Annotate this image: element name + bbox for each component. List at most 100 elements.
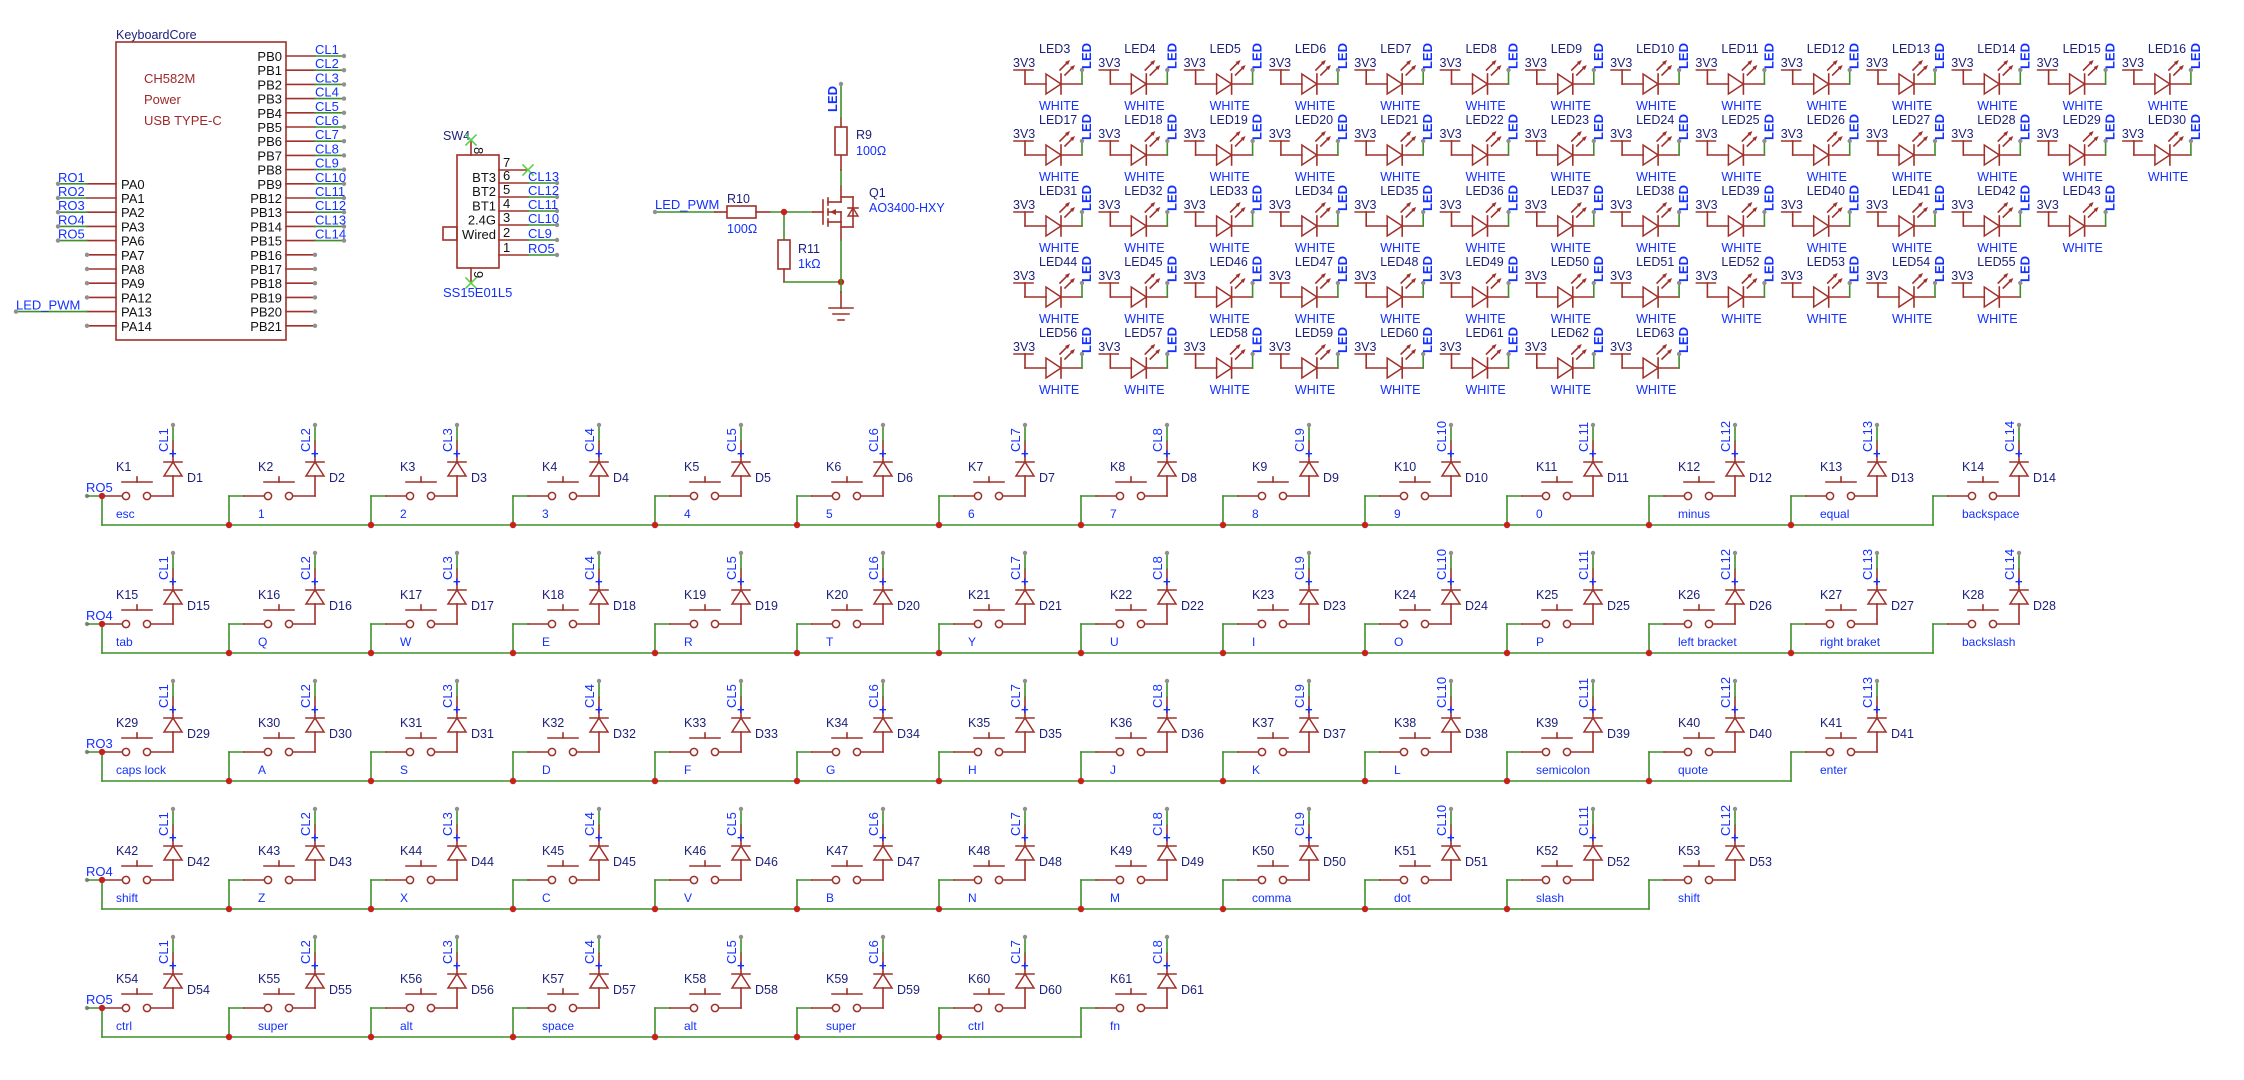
light-arrow-icon <box>2008 278 2014 283</box>
pin-end <box>1932 138 1938 144</box>
light-arrow-icon <box>1837 278 1843 283</box>
polarity-mark: + <box>1163 958 1171 973</box>
led-color: WHITE <box>1124 170 1164 184</box>
switch-contact <box>852 875 862 885</box>
junction <box>780 208 788 216</box>
key-label: J <box>1110 763 1116 777</box>
junction <box>225 777 233 785</box>
diode-icon <box>1866 588 1888 605</box>
key-label: dot <box>1394 891 1411 905</box>
led-diode-icon <box>1301 143 1319 167</box>
diode-ref: D55 <box>329 983 352 997</box>
diode-icon <box>872 588 894 605</box>
led-ref: LED25 <box>1721 113 1759 127</box>
led-color: WHITE <box>1039 170 1079 184</box>
key-label: Z <box>258 891 265 905</box>
key-label: X <box>400 891 408 905</box>
diode-icon <box>1156 972 1178 989</box>
pin-end <box>1165 138 1170 144</box>
supply-label: 3V3 <box>1269 269 1291 283</box>
col-net-label: CL14 <box>2002 549 2017 580</box>
key-ref: K32 <box>542 716 564 730</box>
led-color: WHITE <box>1977 99 2017 113</box>
led-diode-icon <box>1557 143 1575 167</box>
led-color: WHITE <box>1124 312 1164 326</box>
pin-label: PB8 <box>257 163 282 178</box>
key-label: 9 <box>1394 507 1401 521</box>
switch-contact <box>973 875 983 885</box>
col-net-label: CL11 <box>1576 550 1591 580</box>
pin-end <box>2018 67 2023 73</box>
polarity-mark: + <box>1021 958 1029 973</box>
pin-end <box>312 934 318 940</box>
led-diode-icon <box>1471 143 1489 167</box>
light-arrow-icon <box>1662 273 1668 278</box>
led-ref: LED57 <box>1124 326 1162 340</box>
pin-end <box>1590 550 1596 556</box>
switch-contact <box>1136 491 1146 501</box>
pin-end <box>84 281 90 286</box>
polarity-mark: + <box>737 446 745 461</box>
pin-end <box>1732 806 1738 812</box>
junction <box>1361 649 1369 657</box>
polarity-mark: + <box>311 830 319 845</box>
light-arrow-icon <box>1406 273 1412 278</box>
diode-icon <box>872 460 894 477</box>
pin-end <box>880 934 886 940</box>
diode-ref: D4 <box>613 471 629 485</box>
led-ref: LED30 <box>2148 113 2186 127</box>
diode-ref: D13 <box>1891 471 1914 485</box>
led-color: WHITE <box>1636 99 1676 113</box>
diode-ref: D38 <box>1465 727 1488 741</box>
led-ref: LED43 <box>2063 184 2101 198</box>
light-arrow-icon <box>1406 202 1412 207</box>
led-color: WHITE <box>1380 99 1420 113</box>
led-color: WHITE <box>1721 99 1761 113</box>
led-ref: LED27 <box>1892 113 1930 127</box>
col-net-label: CL7 <box>1008 940 1023 964</box>
polarity-mark: + <box>1731 574 1739 589</box>
diode-ref: D29 <box>187 727 210 741</box>
supply-label: 3V3 <box>1440 269 1462 283</box>
junction <box>935 1033 943 1041</box>
diode-icon <box>1440 588 1462 605</box>
light-arrow-icon <box>1411 278 1417 283</box>
led-ref: LED7 <box>1380 42 1411 56</box>
led-color: WHITE <box>1636 170 1676 184</box>
key-label: 6 <box>968 507 975 521</box>
pin-end <box>1676 67 1682 73</box>
junction <box>651 777 659 785</box>
polarity-mark: + <box>311 574 319 589</box>
pin-end <box>312 309 318 314</box>
net-label: LED <box>2017 43 2032 69</box>
supply-label: 3V3 <box>1184 340 1206 354</box>
light-arrow-icon <box>2008 65 2014 70</box>
switch-contact <box>568 1003 578 1013</box>
pin-end <box>341 167 347 172</box>
switch-contact <box>831 1003 841 1013</box>
light-arrow-icon <box>2173 60 2179 65</box>
switch-contact <box>426 875 436 885</box>
supply-label: 3V3 <box>1525 269 1547 283</box>
led-color: WHITE <box>1380 241 1420 255</box>
switch-contact <box>1115 1003 1125 1013</box>
light-arrow-icon <box>1491 273 1497 278</box>
switch-actuator <box>442 226 458 241</box>
supply-label: 3V3 <box>1013 269 1035 283</box>
switch-contact <box>852 1003 862 1013</box>
key-ref: K51 <box>1394 844 1416 858</box>
light-arrow-icon <box>1235 273 1241 278</box>
pin-end <box>1762 280 1767 286</box>
pin-label: PA12 <box>121 290 152 305</box>
led-ref: LED9 <box>1551 42 1582 56</box>
led-ref: LED3 <box>1039 42 1070 56</box>
led-ref: LED45 <box>1124 255 1162 269</box>
light-arrow-icon <box>1923 207 1928 212</box>
